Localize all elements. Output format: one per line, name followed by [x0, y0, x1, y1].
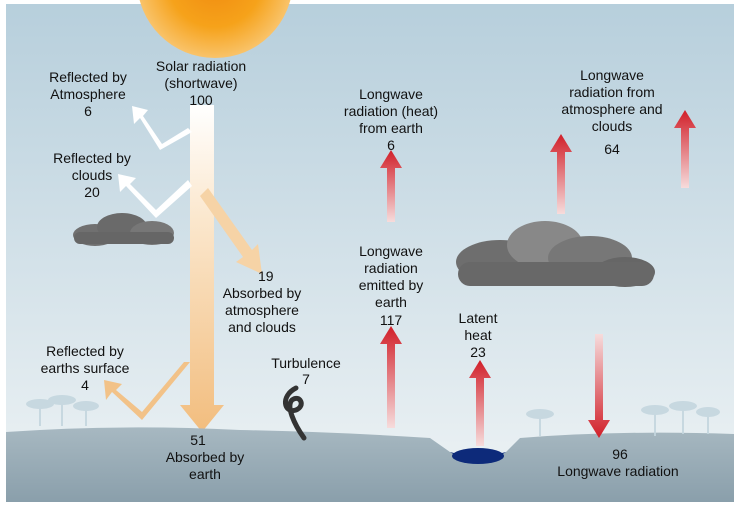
- longwave-down-text: Longwave radiation: [557, 463, 678, 479]
- absorbed-atmosphere-line3: and clouds: [228, 319, 296, 335]
- absorbed-atmosphere-line2: atmosphere: [225, 302, 299, 318]
- longwave-atmosphere-line3: atmosphere and: [561, 101, 662, 117]
- longwave-atmosphere-value: 64: [604, 141, 620, 157]
- water-pool: [452, 448, 504, 464]
- turbulence-text: Turbulence: [271, 355, 341, 371]
- solar-value: 100: [189, 92, 213, 108]
- reflected-atmosphere-line2: Atmosphere: [50, 86, 126, 102]
- turbulence-value: 7: [302, 371, 310, 387]
- absorbed-earth-line2: earth: [189, 466, 221, 482]
- reflected-surface-line1: Reflected by: [46, 343, 124, 359]
- latent-heat-line2: heat: [464, 327, 491, 343]
- solar-label-line1: Solar radiation: [156, 58, 246, 74]
- reflected-clouds-line2: clouds: [72, 167, 112, 183]
- longwave-emitted-line2: radiation: [364, 260, 418, 276]
- longwave-from-earth-value: 6: [387, 137, 395, 153]
- reflected-clouds-line1: Reflected by: [53, 150, 131, 166]
- reflected-atmosphere-line1: Reflected by: [49, 69, 127, 85]
- longwave-from-earth-line2: radiation (heat): [344, 103, 438, 119]
- longwave-emitted-line1: Longwave: [359, 243, 423, 259]
- reflected-surface-value: 4: [81, 377, 89, 393]
- longwave-atmosphere-line2: radiation from: [569, 84, 655, 100]
- absorbed-atmosphere-value: 19: [258, 268, 274, 284]
- longwave-from-earth-line3: from earth: [359, 120, 423, 136]
- reflected-clouds-value: 20: [84, 184, 100, 200]
- longwave-emitted-line4: earth: [375, 294, 407, 310]
- solar-label-line2: (shortwave): [164, 75, 237, 91]
- latent-heat-line1: Latent: [459, 310, 498, 326]
- absorbed-atmosphere-line1: Absorbed by: [223, 285, 302, 301]
- reflected-atmosphere-value: 6: [84, 103, 92, 119]
- longwave-from-earth-line1: Longwave: [359, 86, 423, 102]
- longwave-atmosphere-line4: clouds: [592, 118, 632, 134]
- longwave-atmosphere-line1: Longwave: [580, 67, 644, 83]
- absorbed-earth-value: 51: [190, 432, 206, 448]
- absorbed-earth-line1: Absorbed by: [166, 449, 245, 465]
- longwave-emitted-line3: emitted by: [359, 277, 424, 293]
- reflected-surface-line2: earths surface: [41, 360, 130, 376]
- longwave-emitted-value: 117: [380, 312, 403, 328]
- longwave-down-value: 96: [612, 446, 628, 462]
- latent-heat-value: 23: [470, 344, 486, 360]
